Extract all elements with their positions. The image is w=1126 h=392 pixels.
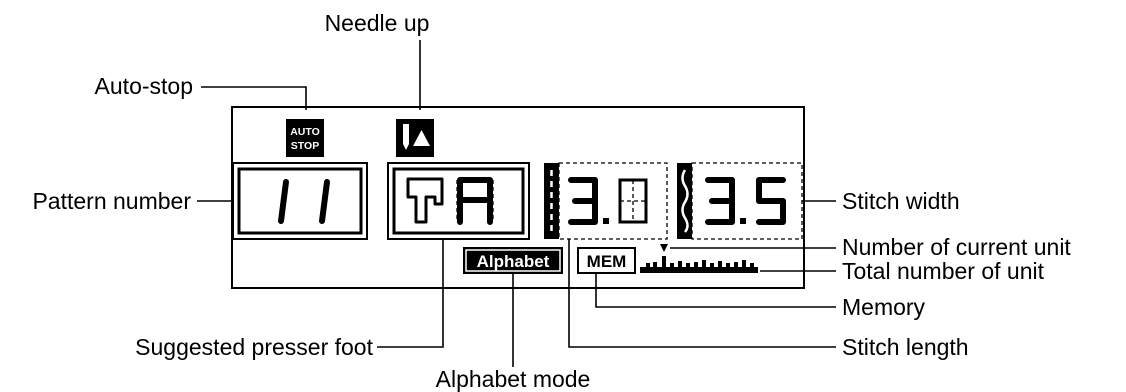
leader-presser-foot	[377, 239, 444, 348]
label-needle-up: Needle up	[325, 10, 430, 36]
leader-stitch-length	[568, 239, 836, 348]
label-total-unit: Total number of unit	[842, 258, 1045, 284]
label-auto-stop: Auto-stop	[95, 73, 193, 99]
leader-auto-stop	[201, 86, 307, 110]
unit-bar	[640, 244, 758, 273]
label-stitch-width: Stitch width	[842, 188, 960, 214]
label-current-unit: Number of current unit	[842, 234, 1071, 260]
presser-foot-letter	[456, 177, 494, 225]
alphabet-badge: Alphabet	[463, 247, 563, 274]
label-memory: Memory	[842, 294, 926, 320]
stitch-length-display	[544, 162, 668, 240]
label-pattern-number: Pattern number	[32, 188, 191, 214]
svg-text:Alphabet: Alphabet	[477, 252, 550, 271]
svg-text:MEM: MEM	[587, 252, 627, 271]
presser-foot-icon	[406, 177, 444, 224]
svg-text:STOP: STOP	[291, 140, 319, 152]
svg-text:AUTO: AUTO	[290, 126, 320, 138]
leader-memory	[595, 273, 836, 308]
auto-stop-icon: AUTO STOP	[286, 119, 324, 157]
label-stitch-length: Stitch length	[842, 334, 969, 360]
memory-badge: MEM	[577, 247, 636, 274]
current-unit-marker	[660, 244, 668, 252]
needle-up-icon	[396, 119, 434, 157]
stitch-width-display	[677, 162, 803, 240]
leader-lines	[197, 40, 836, 367]
pattern-number-display	[232, 162, 368, 240]
label-alphabet-mode: Alphabet mode	[436, 366, 591, 392]
label-presser-foot: Suggested presser foot	[135, 334, 373, 360]
presser-foot-display	[387, 162, 530, 240]
